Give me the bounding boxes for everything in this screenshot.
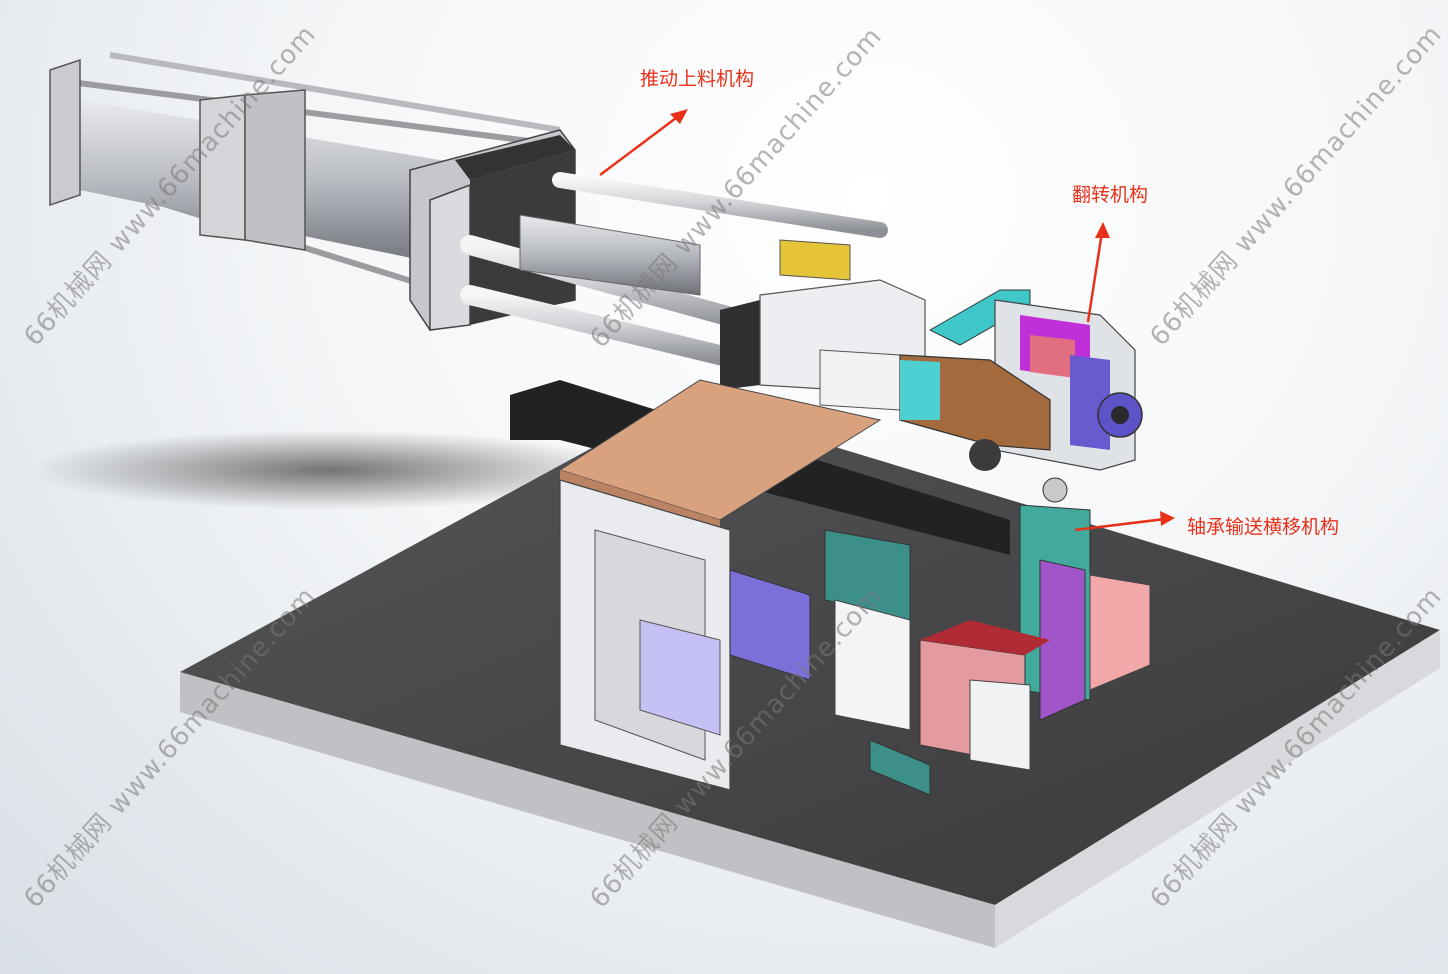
arrow-bearing-transfer: [1074, 517, 1166, 532]
label-push-feed: 推动上料机构: [640, 68, 755, 90]
label-bearing-transfer: 轴承输送横移机构: [1187, 516, 1340, 538]
label-flip: 翻转机构: [1072, 184, 1149, 206]
callout-arrows: [599, 109, 1175, 532]
arrow-push-feed: [599, 114, 681, 176]
bearing-transfer-mechanism: [824, 477, 1151, 796]
cylinder-shadow: [30, 430, 630, 510]
arrow-flip: [1086, 231, 1104, 323]
flip-mechanism: [899, 289, 1143, 471]
slider-head: [720, 239, 926, 411]
conveyor-frame: [510, 379, 1010, 791]
push-feed-cylinder: [49, 52, 888, 370]
